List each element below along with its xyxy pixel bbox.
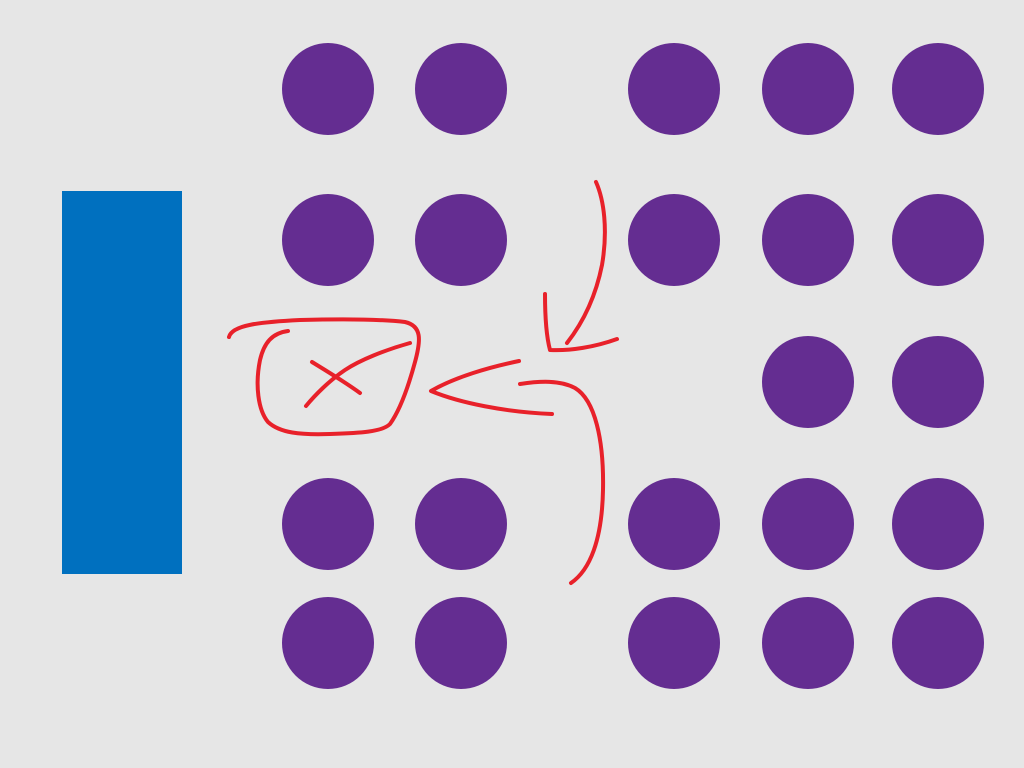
dot-row-5-col-6 [892,597,984,689]
circle-outline [227,317,421,437]
arrow-head-upper [543,292,619,353]
dot-row-4-col-5 [762,478,854,570]
dot-row-4-col-4 [628,478,720,570]
dot-grid [282,43,984,689]
dot-row-3-col-5 [762,336,854,428]
circled-x-icon [227,317,421,437]
dot-row-1-col-1 [282,43,374,135]
dot-row-1-col-2 [415,43,507,135]
curved-arrow-down-icon [543,180,619,353]
dot-row-4-col-2 [415,478,507,570]
x-mark-stroke-2 [304,341,412,408]
dot-row-4-col-6 [892,478,984,570]
dot-row-2-col-2 [415,194,507,286]
dot-row-5-col-2 [415,597,507,689]
arrow-shaft-upper [565,180,607,345]
dot-row-1-col-6 [892,43,984,135]
dot-row-1-col-4 [628,43,720,135]
blue-bar [62,191,182,574]
red-annotation [227,180,619,585]
curved-arrow-left-icon [429,359,606,585]
arrow-head-lower [429,359,554,416]
dot-row-5-col-5 [762,597,854,689]
dot-row-5-col-4 [628,597,720,689]
dot-row-4-col-1 [282,478,374,570]
dot-row-1-col-5 [762,43,854,135]
dot-row-3-col-6 [892,336,984,428]
dot-row-5-col-1 [282,597,374,689]
dot-row-2-col-6 [892,194,984,286]
dot-row-2-col-1 [282,194,374,286]
dot-row-2-col-4 [628,194,720,286]
dot-row-2-col-5 [762,194,854,286]
arrow-shaft-lower [518,379,606,585]
